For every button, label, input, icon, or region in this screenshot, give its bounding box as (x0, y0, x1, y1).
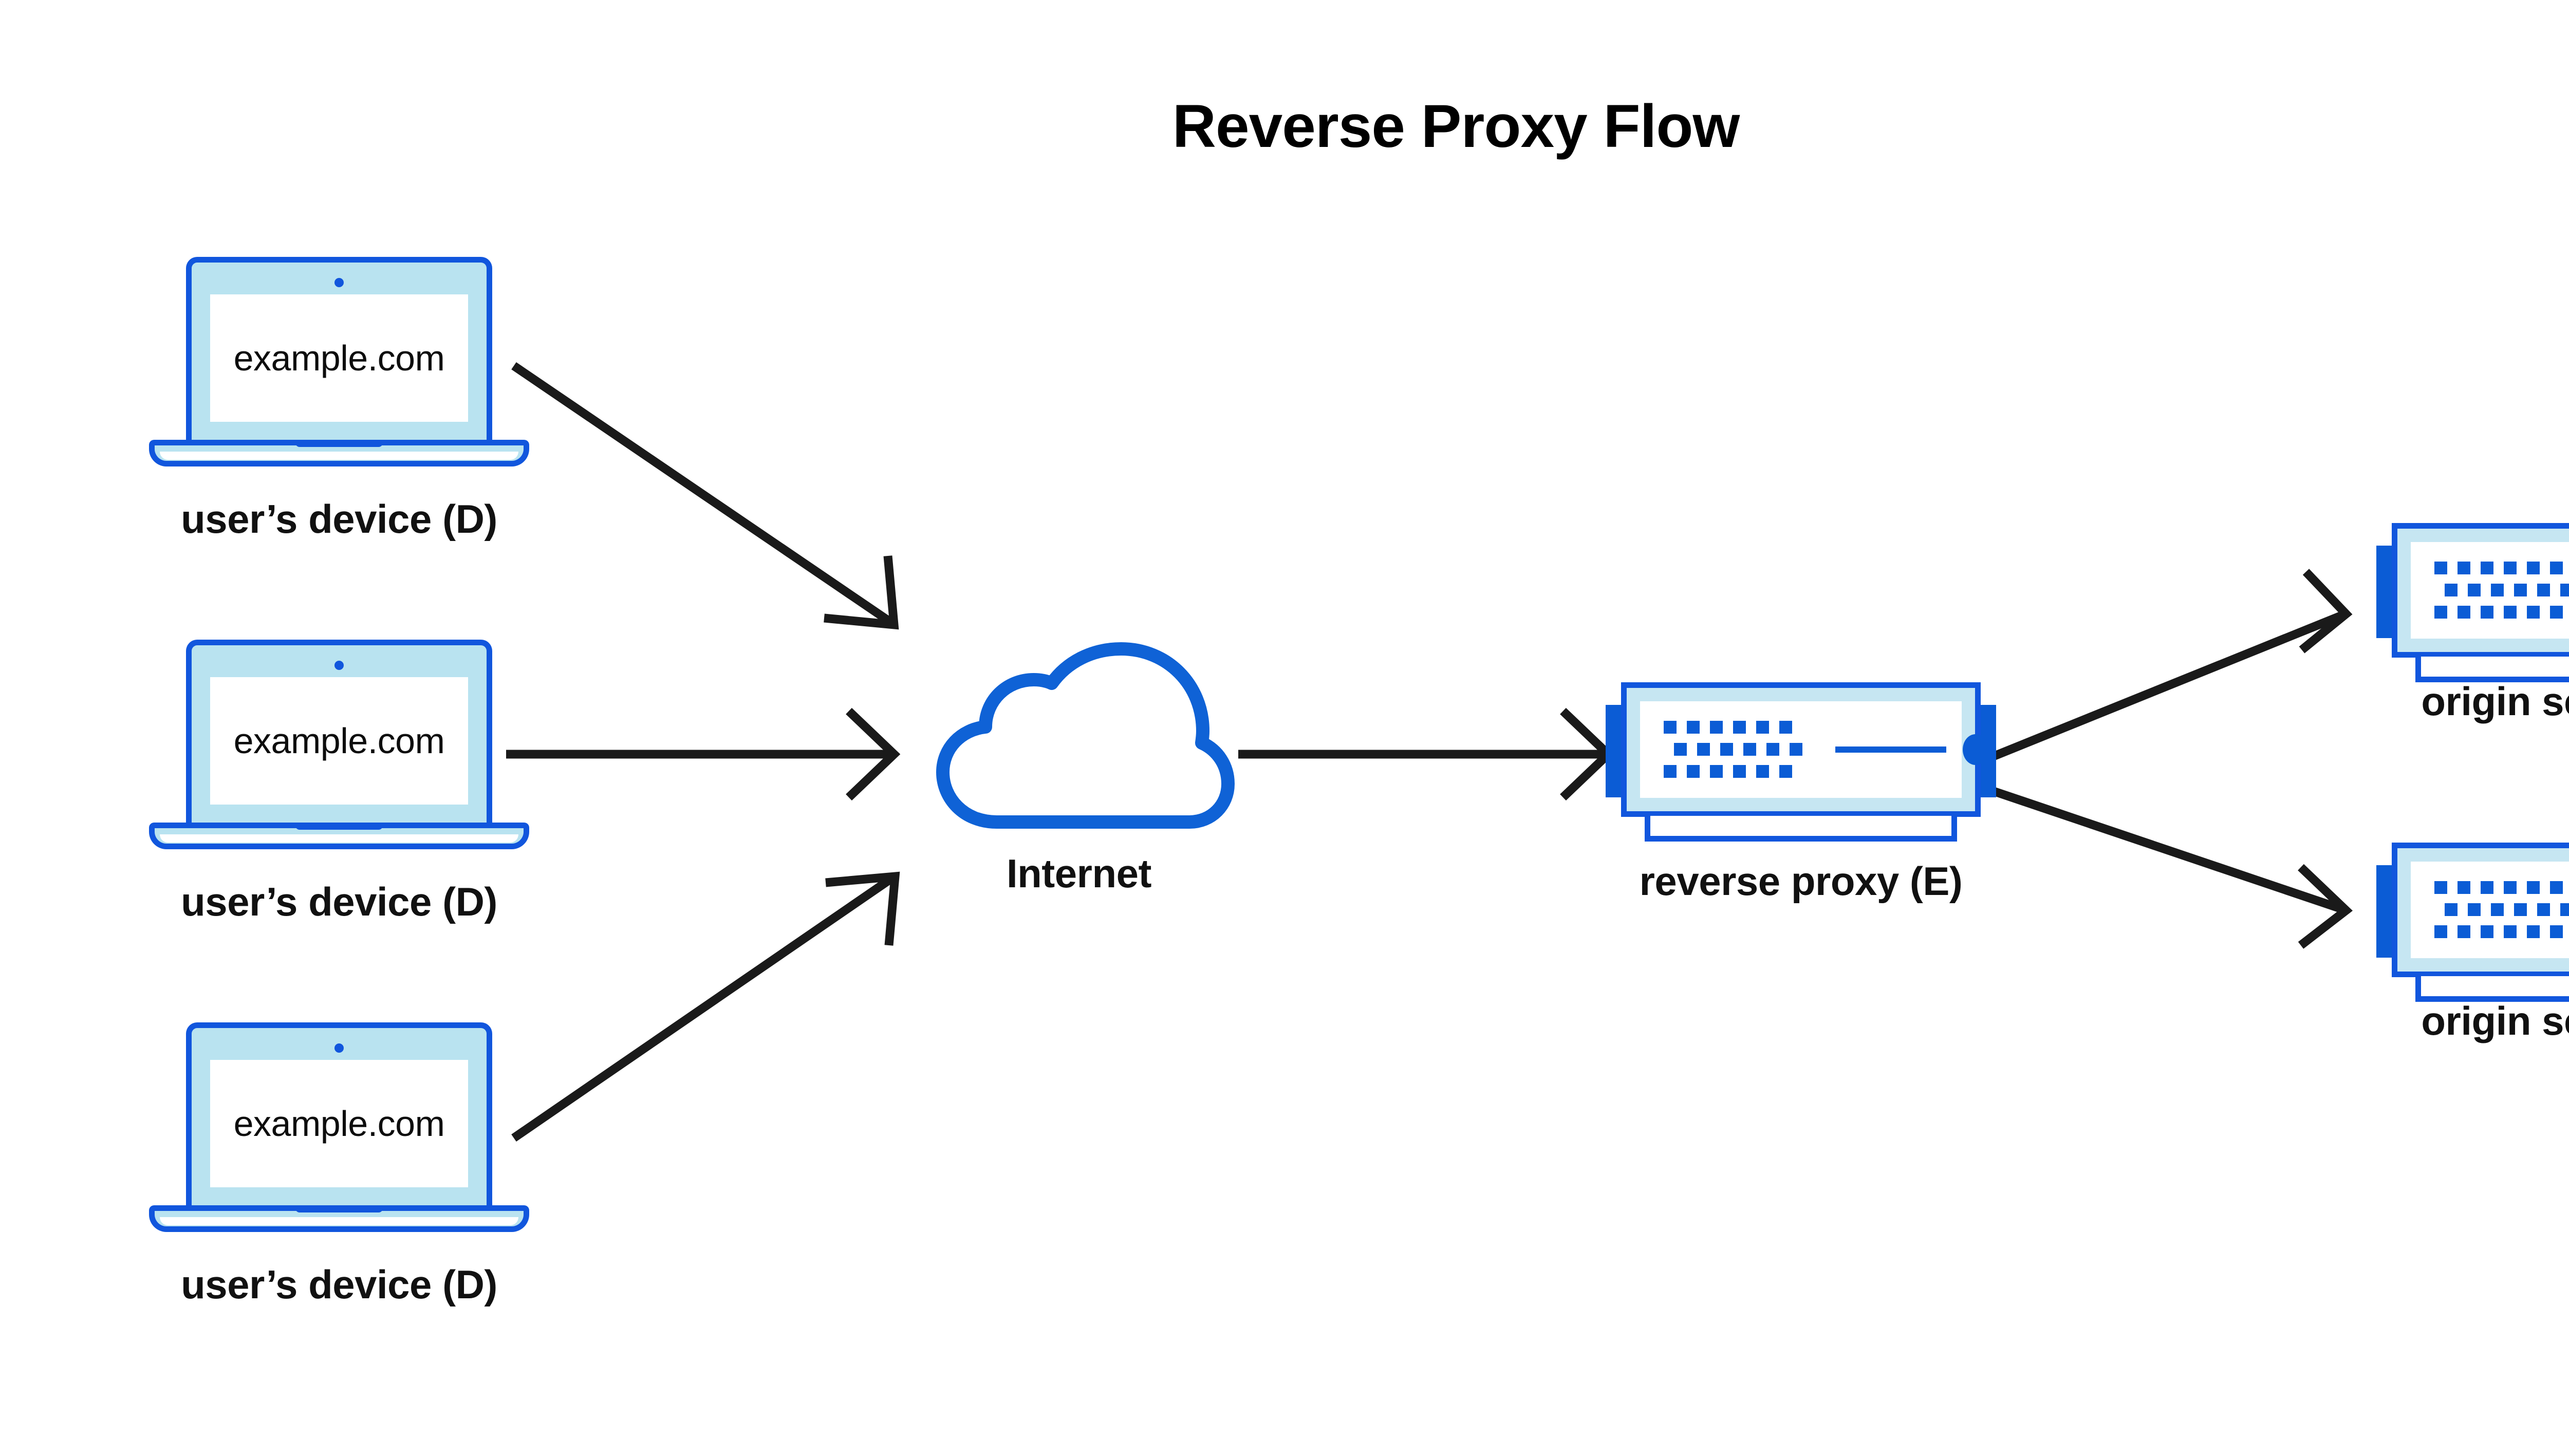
server-icon-origin-2[interactable] (2376, 838, 2569, 1013)
server-base-shelf (2415, 976, 2569, 1002)
webcam-icon (334, 661, 344, 670)
laptop-icon-device-2[interactable]: example.com (149, 640, 529, 855)
server-front-panel (2411, 862, 2569, 958)
laptop-base-inner (160, 452, 518, 460)
webcam-icon (334, 278, 344, 287)
server-icon-reverse-proxy[interactable] (1606, 678, 1996, 853)
server-front-panel (2411, 542, 2569, 639)
server-base-shelf (2415, 657, 2569, 682)
server-icon-origin-1[interactable] (2376, 519, 2569, 694)
server-chassis (2392, 843, 2569, 977)
connector-proxy-origin1 (1991, 569, 2353, 760)
label-internet: Internet (1006, 851, 1152, 896)
connector-proxy-origin2 (1992, 787, 2353, 949)
laptop-hinge-notch (295, 823, 383, 830)
server-port-grid (2434, 881, 2569, 939)
server-led-icon (1963, 734, 1988, 765)
connector-internet-proxy (1238, 707, 1615, 801)
server-front-panel (1640, 701, 1988, 798)
page-title: Reverse Proxy Flow (1172, 92, 1740, 160)
laptop-screen: example.com (210, 1060, 468, 1187)
server-status-bar (1835, 746, 1946, 753)
laptop-hinge-notch (295, 440, 383, 447)
laptop-lid: example.com (186, 640, 492, 829)
laptop-icon-device-3[interactable]: example.com (149, 1022, 529, 1238)
label-reverse-proxy: reverse proxy (E) (1639, 858, 1963, 904)
connector-device3-internet (511, 871, 900, 1142)
server-port-grid (2434, 562, 2569, 619)
label-device-2: user’s device (D) (181, 879, 497, 924)
cloud-shape (936, 642, 1235, 829)
server-base-shelf (1645, 816, 1957, 842)
screen-url-text: example.com (233, 338, 445, 378)
server-chassis (1621, 682, 1988, 817)
laptop-screen: example.com (210, 677, 468, 805)
label-device-1: user’s device (D) (181, 496, 497, 542)
laptop-base-inner (160, 834, 518, 843)
laptop-base-inner (160, 1217, 518, 1225)
laptop-lid: example.com (186, 1022, 492, 1211)
server-port-grid (1664, 721, 1802, 778)
laptop-screen: example.com (210, 294, 468, 422)
connector-device1-internet (511, 362, 899, 630)
webcam-icon (334, 1043, 344, 1053)
server-chassis (2392, 523, 2569, 658)
screen-url-text: example.com (233, 721, 445, 761)
label-device-3: user’s device (D) (181, 1262, 497, 1307)
laptop-lid: example.com (186, 257, 492, 446)
label-origin-2: origin server (F) (2421, 998, 2569, 1043)
screen-url-text: example.com (233, 1104, 445, 1144)
cloud-icon[interactable] (920, 640, 1238, 835)
laptop-icon-device-1[interactable]: example.com (149, 257, 529, 473)
connector-device2-internet (506, 707, 901, 801)
label-origin-1: origin server (F) (2421, 679, 2569, 724)
laptop-hinge-notch (295, 1205, 383, 1212)
